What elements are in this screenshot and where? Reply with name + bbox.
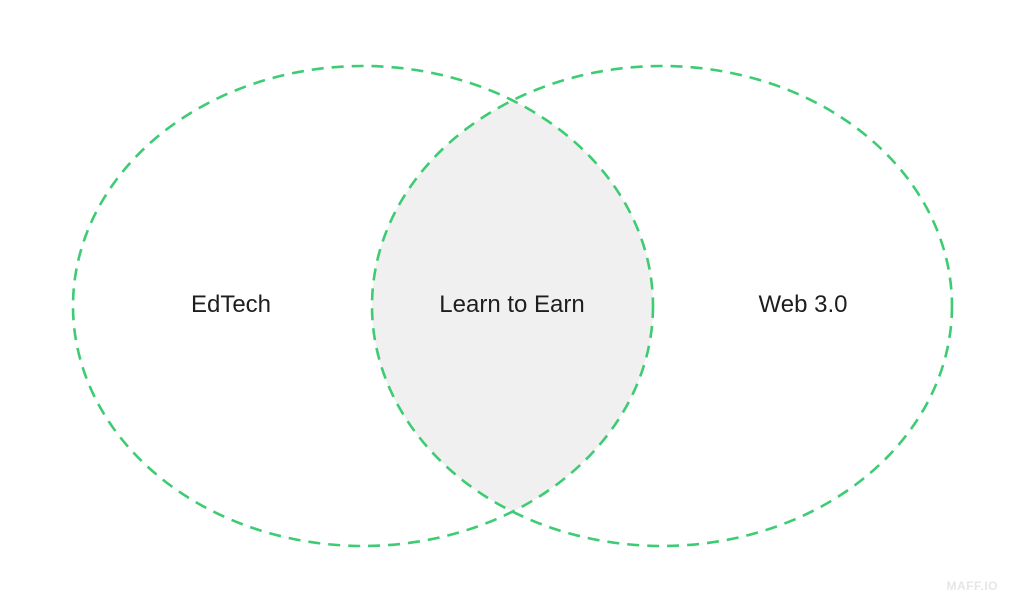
edtech-label: EdTech [191,291,271,318]
web3-label: Web 3.0 [759,291,848,318]
watermark-logo: MAFF.IO [947,579,999,593]
web3-circle [370,64,954,548]
edtech-circle [71,64,655,548]
intersection-label: Learn to Earn [439,291,584,318]
intersection-region [372,66,653,546]
